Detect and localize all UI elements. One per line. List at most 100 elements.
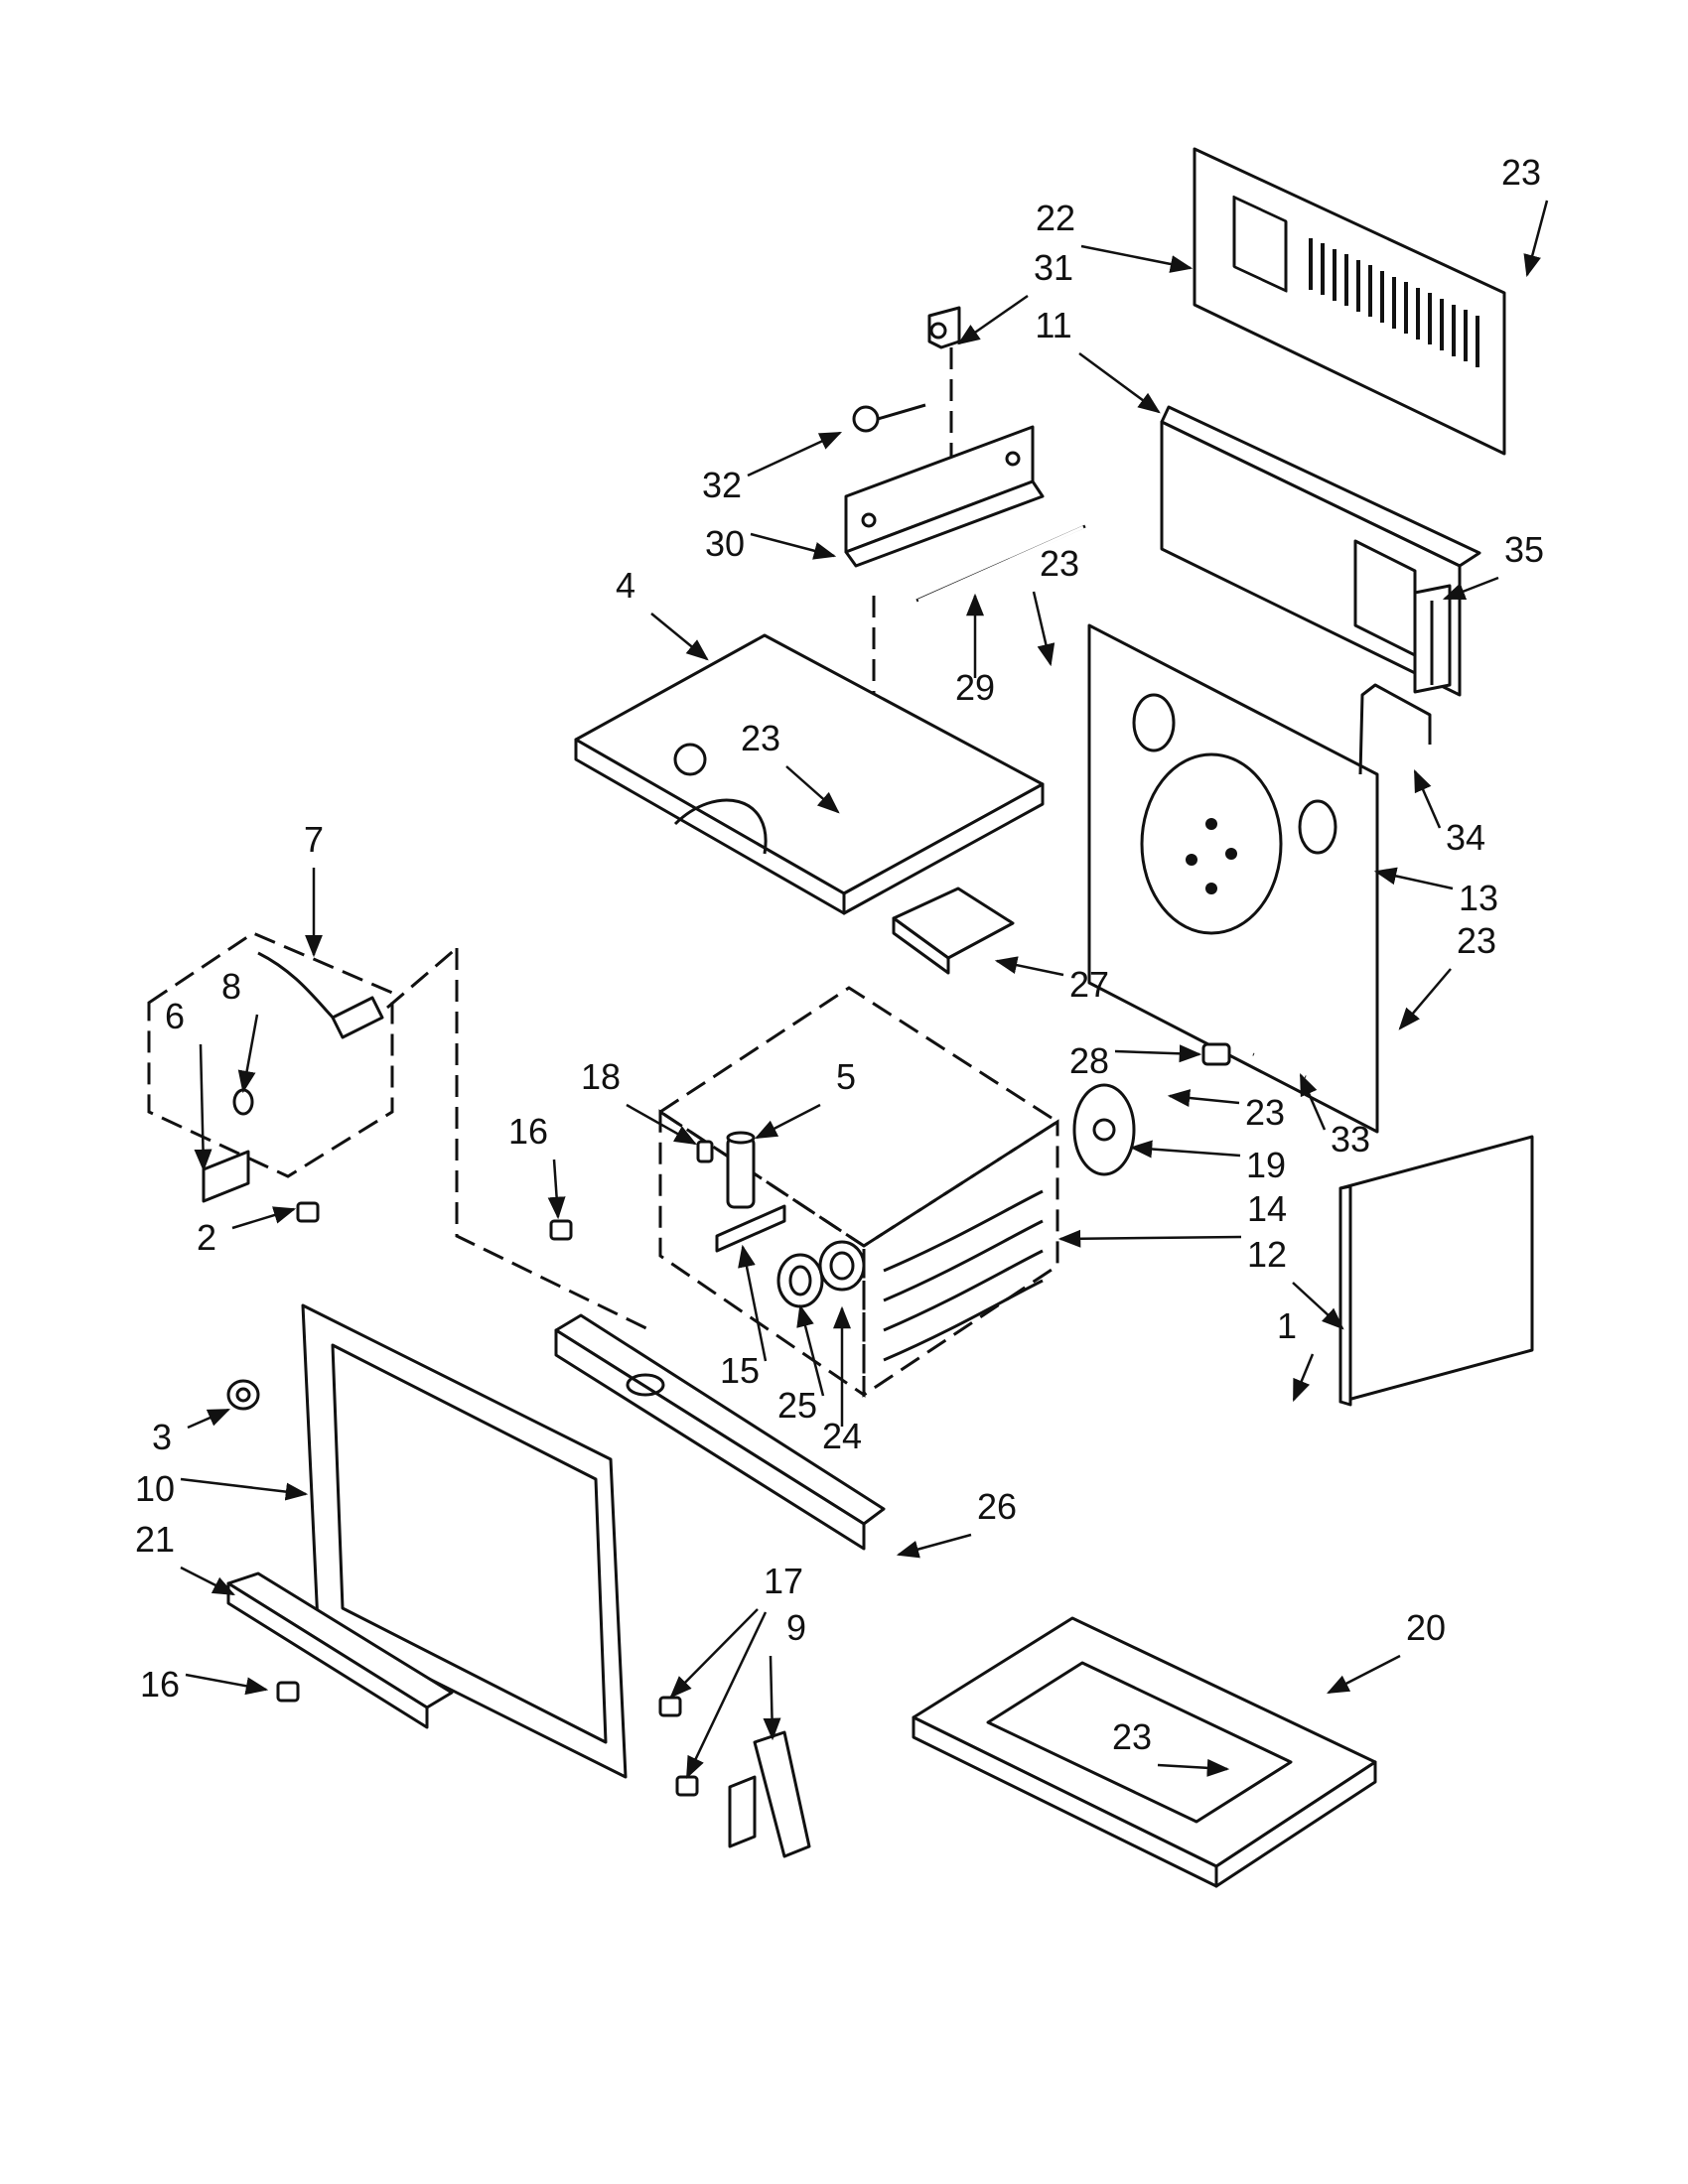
callout-label-c27: 27 <box>1069 964 1109 1005</box>
kick-plate-part <box>226 1571 454 1729</box>
bumper-part <box>226 1379 260 1411</box>
callout-label-c4: 4 <box>616 565 635 606</box>
callout-label-c23a: 23 <box>1501 152 1541 193</box>
front-frame-part <box>301 1303 628 1779</box>
callout-label-c34: 34 <box>1446 817 1485 858</box>
switch-part <box>1201 1042 1231 1066</box>
control-board-part <box>892 887 1015 975</box>
callout-label-c23b: 23 <box>1040 543 1079 584</box>
hinge-bracket-part <box>728 1730 811 1858</box>
leader-arrow-c12 <box>1292 1282 1344 1330</box>
callout-label-c12: 12 <box>1247 1234 1287 1275</box>
leader-arrow-c16b <box>185 1673 269 1696</box>
callout-label-c30: 30 <box>705 523 745 564</box>
callout-label-c16: 16 <box>508 1111 548 1152</box>
frame-screw-part <box>658 1696 699 1797</box>
leader-arrow-c5 <box>755 1103 821 1140</box>
callout-label-c23f: 23 <box>1112 1716 1152 1757</box>
leader-arrow-c23d <box>1398 968 1452 1030</box>
callout-label-c29: 29 <box>955 667 995 708</box>
leader-arrow-c15 <box>738 1244 768 1362</box>
callout-label-c9: 9 <box>786 1607 806 1648</box>
vent-grille <box>1309 238 1479 367</box>
leader-arrow-c31 <box>957 294 1029 345</box>
front-rail-part <box>554 1313 886 1551</box>
leader-arrow-c35 <box>1442 576 1499 601</box>
leader-arrow-c18 <box>626 1103 697 1146</box>
leader-arrow-c26 <box>896 1533 972 1559</box>
leader-arrow-c23f <box>1157 1758 1230 1777</box>
bottom-tray-part <box>912 1616 1377 1888</box>
callout-label-c13: 13 <box>1459 878 1498 918</box>
callout-label-c26: 26 <box>977 1486 1017 1527</box>
leader-arrow-c8 <box>237 1014 259 1094</box>
outer-side-panel-part <box>1338 1135 1534 1407</box>
callout-label-c21: 21 <box>135 1519 175 1560</box>
tube-part <box>1358 683 1432 775</box>
callout-label-c28: 28 <box>1069 1040 1109 1081</box>
screw-part-18 <box>696 1140 714 1163</box>
leader-arrow-c9 <box>763 1655 781 1741</box>
callout-label-c1: 1 <box>1277 1305 1297 1346</box>
leader-arrow-c17 <box>669 1608 759 1699</box>
igniter-part <box>726 1131 756 1209</box>
leader-arrow-c23e <box>1167 1089 1240 1107</box>
callout-label-c16b: 16 <box>140 1664 180 1705</box>
callout-label-c10: 10 <box>135 1468 175 1509</box>
callout-label-c23c: 23 <box>741 718 780 758</box>
callout-label-c3: 3 <box>152 1417 172 1457</box>
leader-arrow-c34 <box>1413 768 1442 829</box>
rear-access-cover-part <box>1193 147 1506 456</box>
callout-label-c24: 24 <box>822 1416 862 1456</box>
leader-arrow-c28 <box>1114 1044 1202 1063</box>
leader-arrow-c4 <box>650 613 709 661</box>
leader-arrow-c23c <box>785 765 840 814</box>
leader-arrow-c25 <box>796 1303 825 1397</box>
mounting-plate-part <box>1072 1083 1136 1176</box>
orifice-part <box>776 1253 824 1308</box>
leader-arrow-c23a <box>1523 200 1549 278</box>
callout-label-c7: 7 <box>304 819 324 860</box>
leader-arrow-c10 <box>180 1477 309 1501</box>
leader-arrow-c16 <box>547 1159 566 1220</box>
leader-arrow-c21 <box>180 1566 236 1596</box>
callout-label-c19: 19 <box>1246 1145 1286 1185</box>
orifice-cap-part <box>818 1240 866 1292</box>
valve-fitting-part <box>852 403 926 433</box>
leader-arrow-c13 <box>1373 867 1454 890</box>
burner-bracket-part <box>715 1204 786 1253</box>
leader-arrow-c11 <box>1078 351 1161 414</box>
leader-arrow-c19 <box>1129 1140 1241 1159</box>
side-panel-part <box>1087 623 1379 1134</box>
leader-arrow-c3 <box>187 1408 231 1430</box>
leader-arrow-c2 <box>231 1206 297 1230</box>
callout-label-c33: 33 <box>1331 1119 1370 1160</box>
leader-arrow-c6 <box>194 1043 212 1172</box>
callout-label-c14: 14 <box>1247 1188 1287 1229</box>
cavity-screw-part <box>549 1219 573 1241</box>
oven-cavity-part <box>657 986 1060 1398</box>
leader-arrow-c27 <box>994 956 1064 977</box>
callout-label-c15: 15 <box>720 1350 760 1391</box>
callout-label-c8: 8 <box>221 966 241 1007</box>
callout-label-c11: 11 <box>1035 305 1071 345</box>
rear-panel-part <box>1160 405 1481 697</box>
callout-label-c18: 18 <box>581 1056 621 1097</box>
leader-arrow-c20 <box>1326 1654 1401 1695</box>
leader-arrow-c17b <box>685 1611 768 1780</box>
leader-arrow-c14 <box>1057 1229 1242 1248</box>
callout-label-c31: 31 <box>1034 247 1073 288</box>
callout-label-c32: 32 <box>702 465 742 505</box>
callout-label-c25: 25 <box>777 1385 817 1426</box>
kick-screw-part <box>276 1681 300 1703</box>
terminal-block-part <box>1413 584 1452 694</box>
valve-bracket-part <box>844 425 1045 568</box>
rod-part <box>1252 1051 1307 1080</box>
callout-label-c23d: 23 <box>1457 920 1496 961</box>
gas-tube-part <box>915 524 1086 603</box>
callout-label-c35: 35 <box>1504 529 1544 570</box>
leader-arrow-c23b <box>1032 591 1055 667</box>
lamp-assembly-group <box>147 931 394 1203</box>
callout-label-c22: 22 <box>1036 198 1075 238</box>
